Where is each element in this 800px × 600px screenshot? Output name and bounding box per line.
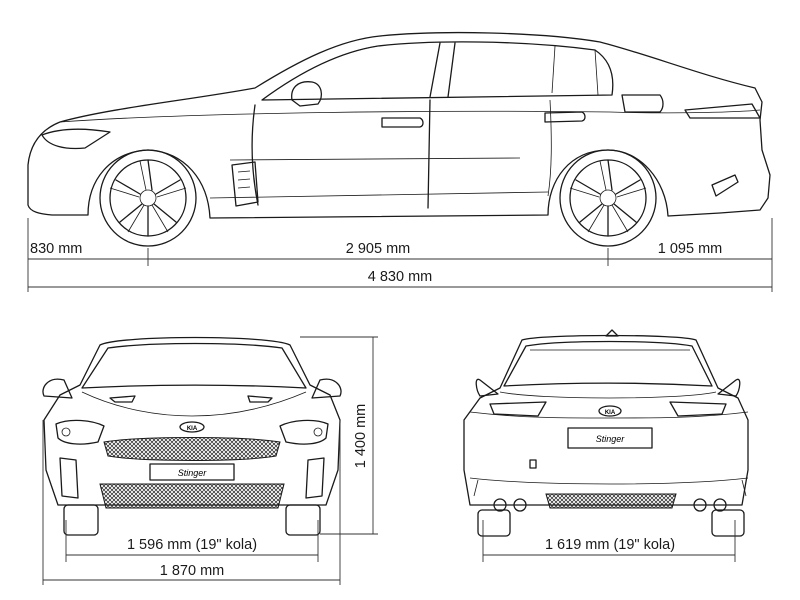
front-dimension-lines — [42, 336, 378, 585]
rear-wheel-side — [559, 149, 657, 247]
front-lower-grille — [99, 483, 285, 509]
front-emblem: KIA — [187, 426, 198, 432]
rear-badge-plate — [567, 427, 653, 449]
rear-diffuser — [545, 493, 677, 509]
front-badge-text: Stinger — [178, 468, 208, 478]
front-badge-plate — [149, 463, 235, 481]
rear-track-label: 1 619 mm (19" kola) — [545, 537, 675, 553]
width-label: 1 870 mm — [160, 563, 224, 579]
length-label: 4 830 mm — [368, 269, 432, 285]
rear-overhang-label: 1 095 mm — [658, 241, 722, 257]
front-wheel-side — [99, 149, 197, 247]
rear-emblem: KIA — [605, 410, 616, 416]
wheelbase-label: 2 905 mm — [346, 241, 410, 257]
front-view-car: KIA Stinger — [42, 336, 342, 536]
rear-view-car: KIA Stinger — [463, 329, 749, 537]
rear-badge-text: Stinger — [596, 434, 626, 444]
side-view-car — [27, 31, 771, 247]
front-track-label: 1 596 mm (19" kola) — [127, 537, 257, 553]
side-dimension-lines — [27, 218, 773, 292]
rear-dimension-lines — [482, 520, 736, 562]
front-upper-grille — [103, 437, 281, 461]
height-label: 1 400 mm — [353, 404, 369, 468]
front-overhang-label: 830 mm — [30, 241, 82, 257]
